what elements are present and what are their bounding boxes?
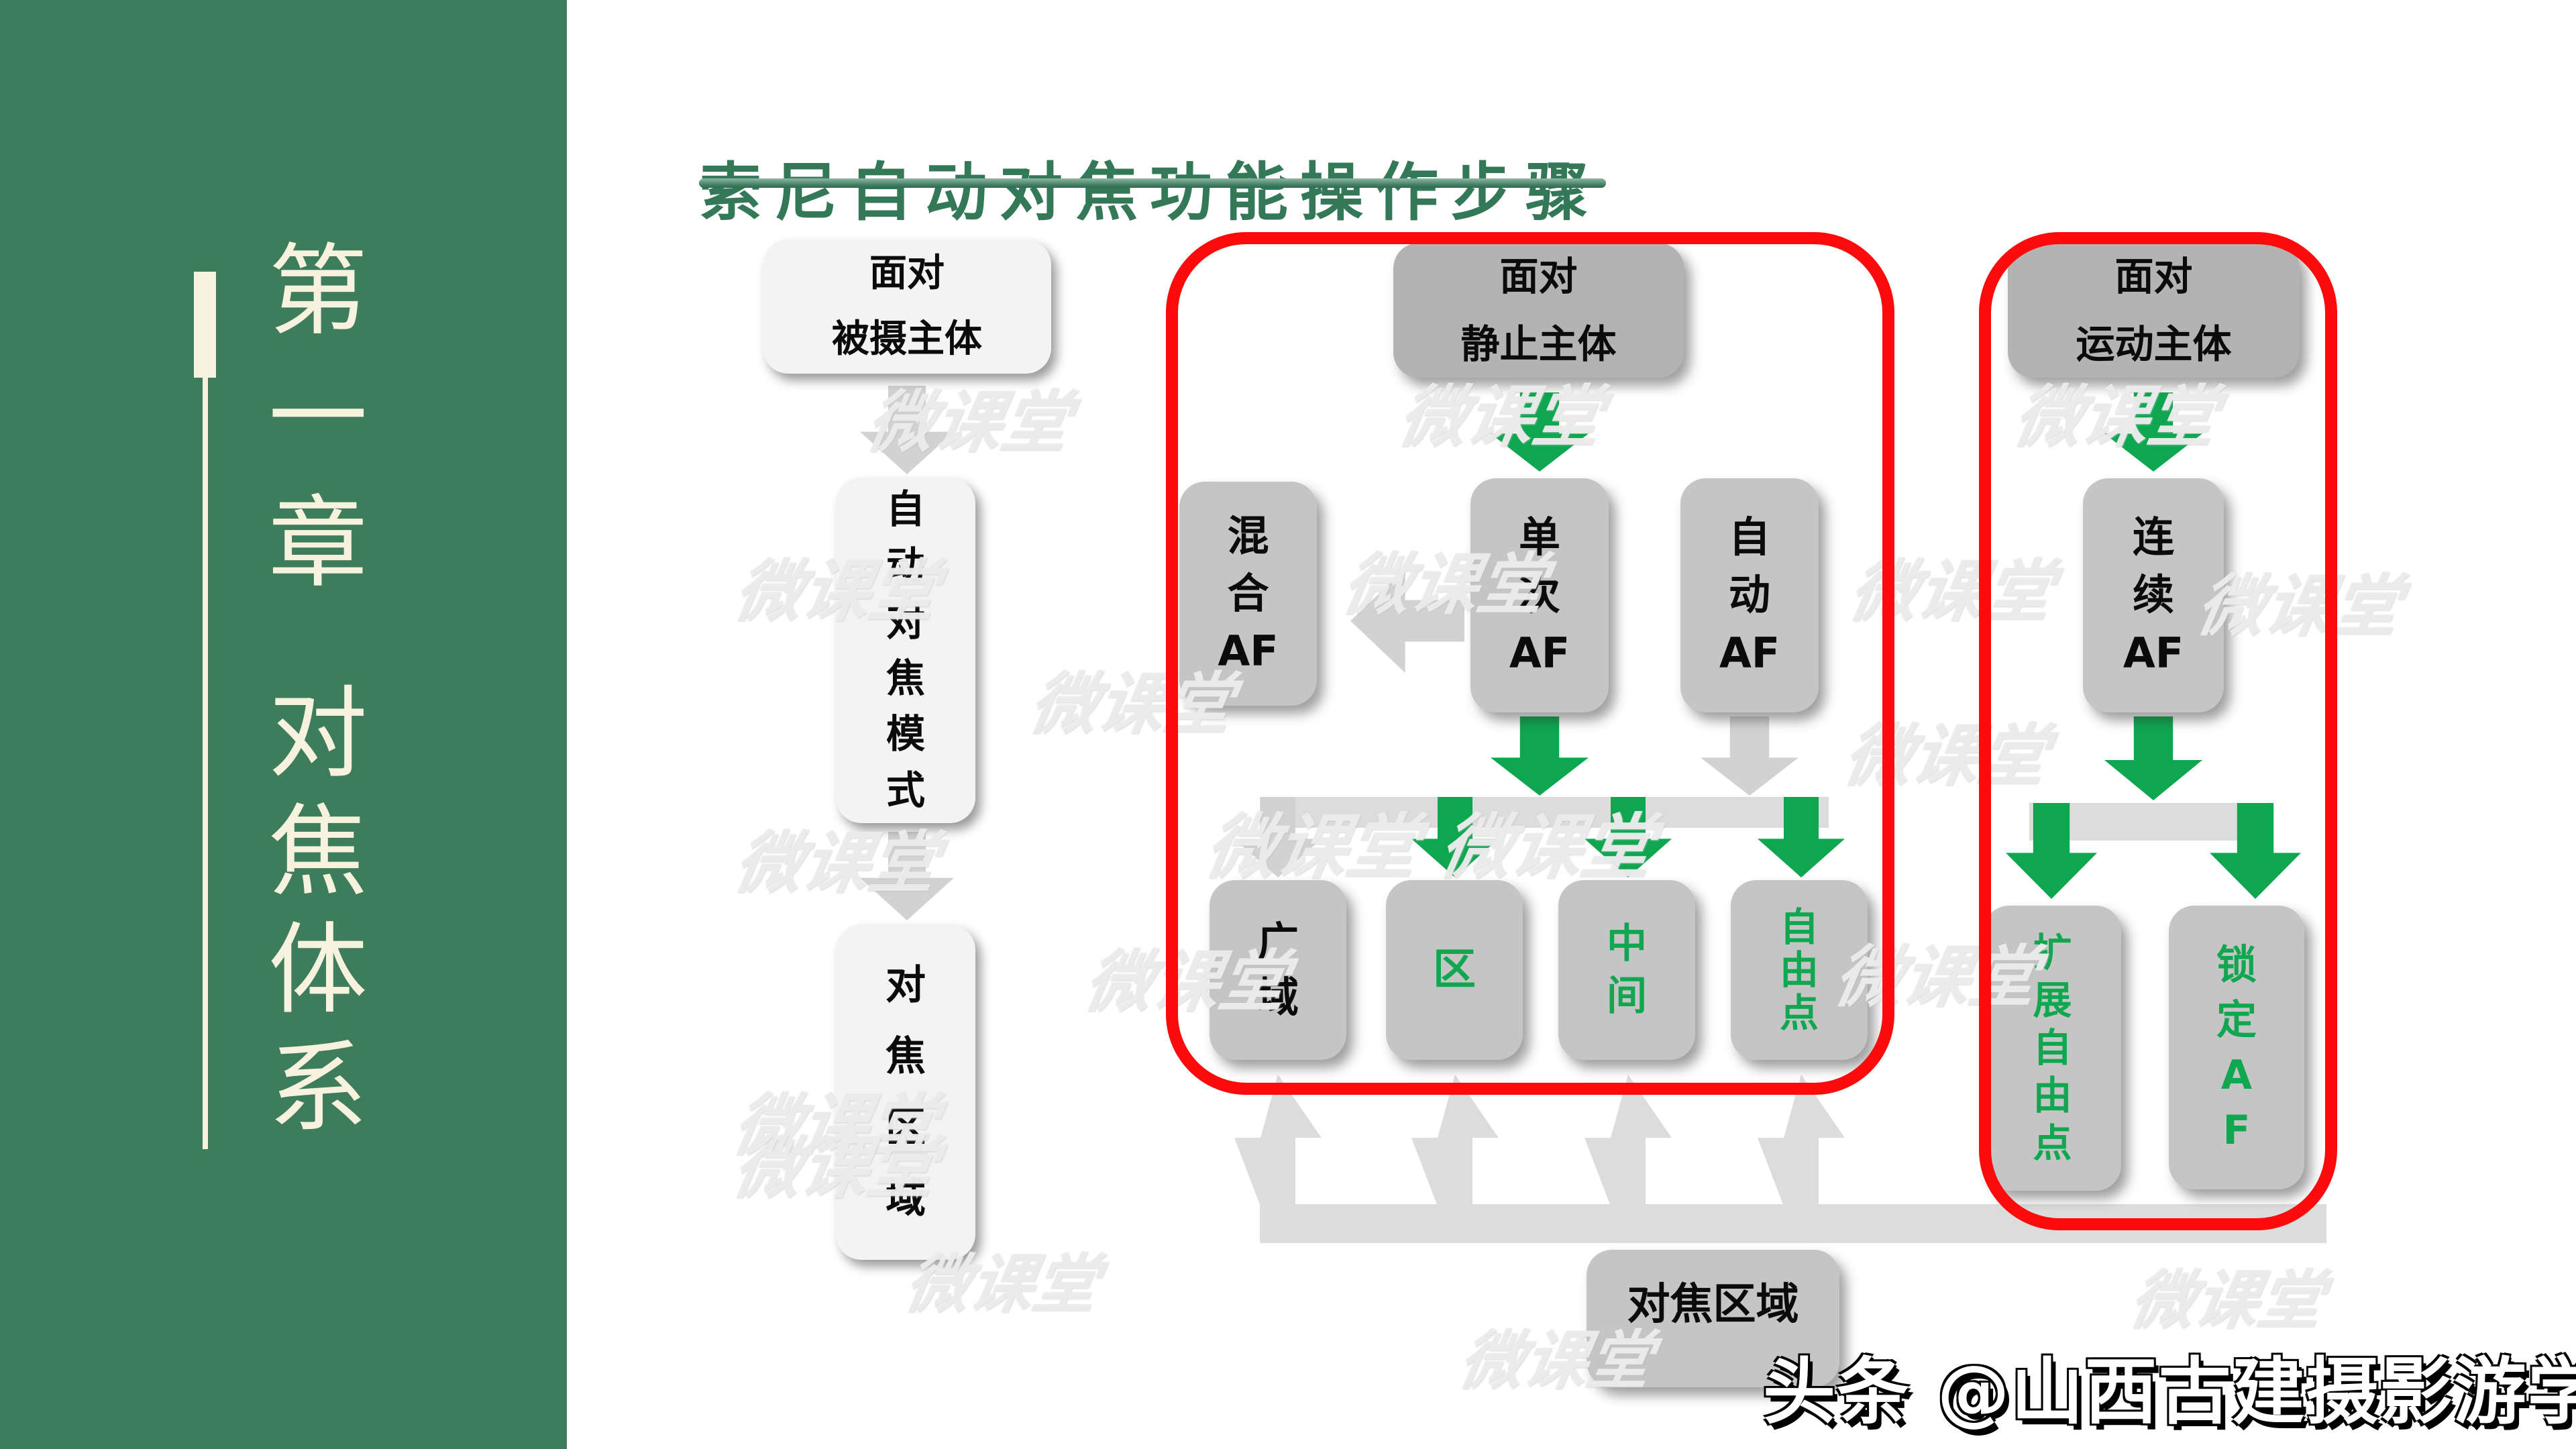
decorative-bar — [194, 272, 216, 378]
label-line: 体 — [268, 912, 368, 1028]
label-line: 单 — [1518, 513, 1560, 562]
label-line: 区 — [1433, 945, 1476, 995]
label-line: 点 — [1779, 990, 1819, 1036]
label-line: 混 — [1227, 511, 1269, 560]
label-line: F — [2222, 1106, 2251, 1154]
label-line: AF — [1218, 627, 1279, 676]
sidebar: 第一章 对焦体系 — [0, 0, 567, 1449]
label-line: A — [2220, 1051, 2253, 1099]
label-line: 合 — [1227, 568, 1269, 618]
label-line: 一 — [268, 360, 368, 475]
page-title: 索尼自动对焦功能操作步骤 — [699, 155, 1601, 229]
label-line: 锁 — [2216, 941, 2257, 989]
label-line: 动 — [1728, 570, 1770, 620]
box-hybrid-af: 混合 AF — [1179, 482, 1317, 706]
arrow-subject-to-afmode-icon — [860, 386, 954, 474]
still-group-connector-band — [1260, 797, 1829, 828]
box-still-subject: 面对静止主体 — [1393, 243, 1684, 378]
label-line: 面对 — [869, 252, 945, 295]
label-line: 域 — [1256, 973, 1299, 1022]
box-focus-area-bottom: 对焦区域 — [1587, 1250, 1839, 1387]
moving-subject-group-outline — [1979, 232, 2337, 1230]
watermark-text: 微课堂 — [2124, 1263, 2329, 1338]
label-line: 区 — [885, 1104, 926, 1151]
label-line: 焦 — [268, 794, 368, 910]
label-line: 次 — [1518, 570, 1560, 620]
label-line: 对 — [885, 598, 925, 645]
label-line: 间 — [1607, 973, 1647, 1020]
box-auto-af: 自动 AF — [1680, 478, 1819, 712]
label-line: AF — [1509, 628, 1570, 678]
label-line: 展 — [2033, 977, 2072, 1024]
label-line: 域 — [885, 1175, 926, 1222]
box-face-subject: 面对被摄主体 — [763, 239, 1051, 374]
label-line: 扩 — [2033, 930, 2072, 976]
box-single-af: 单次 AF — [1470, 478, 1609, 712]
label-line: 动 — [885, 542, 925, 588]
title-underline — [699, 178, 1606, 188]
arrow-afmode-to-area-icon — [860, 832, 954, 920]
box-center: 中间 — [1558, 880, 1695, 1060]
label-line: 自 — [2033, 1025, 2072, 1071]
label-line: 焦 — [885, 655, 925, 701]
label-line: 式 — [885, 767, 925, 814]
label-line: 自 — [1728, 513, 1770, 562]
label-line: 运动主体 — [2076, 321, 2232, 367]
label-line: 由 — [2033, 1072, 2072, 1118]
label-line: 对 — [268, 676, 368, 792]
label-line: 由 — [1779, 947, 1819, 993]
box-zone: 区 — [1386, 880, 1523, 1060]
label-line: 中 — [1607, 920, 1647, 967]
label-line: AF — [1719, 628, 1780, 678]
label-line: 静止主体 — [1460, 321, 1617, 367]
focus-area-bottom-label: 对焦区域 — [1627, 1280, 1799, 1330]
attribution-text: 头条 @山西古建摄影游学 — [1763, 1350, 2576, 1434]
label-line: 系 — [268, 1030, 368, 1146]
box-focus-area-left: 对焦区域 — [836, 924, 975, 1260]
label-line: 连 — [2132, 513, 2174, 562]
label-line: 定 — [2216, 996, 2257, 1044]
label-line: 面对 — [1499, 253, 1578, 299]
box-continuous-af: 连续 AF — [2083, 478, 2224, 712]
label-line: 自 — [1779, 904, 1819, 950]
box-af-mode: 自动对焦模式 — [836, 478, 975, 823]
label-line: 模 — [885, 711, 925, 757]
chapter-number: 第一章 — [268, 241, 368, 593]
label-line: 章 — [268, 486, 368, 601]
label-line: 续 — [2132, 570, 2174, 620]
label-line: 自 — [885, 486, 925, 533]
label-line: 对 — [885, 962, 926, 1009]
label-line: AF — [2123, 628, 2184, 678]
chapter-topic: 对焦体系 — [268, 684, 368, 1138]
decorative-line — [203, 378, 208, 1149]
label-line: 被摄主体 — [832, 317, 982, 361]
label-line: 面对 — [2114, 253, 2193, 299]
label-line: 广 — [1256, 917, 1299, 967]
label-line: 焦 — [885, 1033, 926, 1080]
still-subject-group-outline — [1166, 232, 1894, 1095]
label-line: 第 — [268, 233, 368, 349]
